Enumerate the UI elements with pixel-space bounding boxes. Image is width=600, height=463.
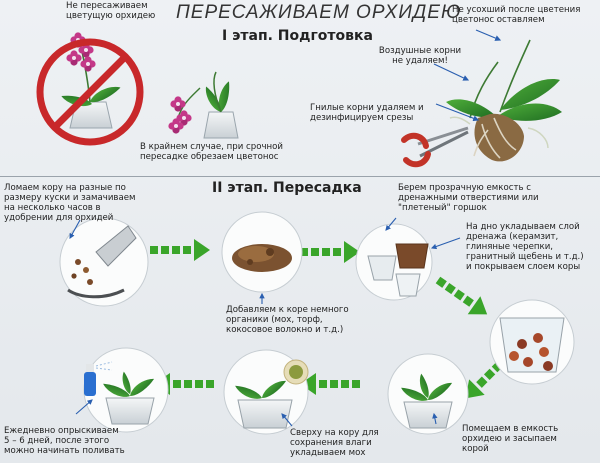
note-cut-spike: В крайнем случае, при срочной пересадке … [140, 142, 284, 162]
note-place: Помещаем в емкость орхидею и засыпаем ко… [462, 424, 559, 454]
note-no-flowering: Не пересаживаем цветущую орхидею [66, 1, 156, 21]
cut-spike-orchid-illustration [168, 71, 239, 139]
step-moss [223, 349, 309, 435]
stage2-heading: II этап. Пересадка [212, 180, 362, 196]
note-spray: Ежедневно опрыскиваем 5 – 6 дней, после … [4, 426, 125, 456]
note-container: Берем прозрачную емкость с дренажными от… [398, 183, 539, 213]
note-bark-soak: Ломаем кору на разные по размеру куски и… [4, 183, 136, 223]
arrow-3 [435, 276, 488, 315]
stage1-heading: I этап. Подготовка [222, 28, 373, 44]
page-title: ПЕРЕСАЖИВАЕМ ОРХИДЕЮ [176, 2, 462, 23]
arrow-1 [150, 239, 210, 261]
stage2-pointers [69, 217, 461, 427]
stage1-pointers [433, 29, 502, 122]
step-orchid-placed [387, 353, 469, 435]
step-containers [355, 223, 433, 301]
note-moss: Сверху на кору для сохранения влаги укла… [290, 428, 379, 458]
note-spike-kept: Не усохший после цветения цветонос остав… [452, 5, 581, 25]
note-organics: Добавляем к коре немного органики (мох, … [226, 305, 349, 335]
prohibition-sign [36, 38, 144, 146]
note-drainage: На дно укладываем слой дренажа (керамзит… [466, 222, 584, 272]
step-bark-pile [221, 211, 303, 293]
flowering-orchid-illustration [60, 32, 123, 129]
note-air-roots: Воздушные корни не удаляем! [378, 46, 462, 66]
step-spray [83, 347, 169, 433]
arrow-5 [300, 373, 360, 395]
step-drainage [489, 299, 575, 385]
arrow-2 [300, 241, 360, 263]
orchid-roots-shears-illustration [401, 39, 562, 168]
section-divider [0, 176, 600, 177]
step-bark-soak [59, 217, 149, 307]
note-rotten-roots: Гнилые корни удаляем и дезинфицируем сре… [310, 103, 424, 123]
